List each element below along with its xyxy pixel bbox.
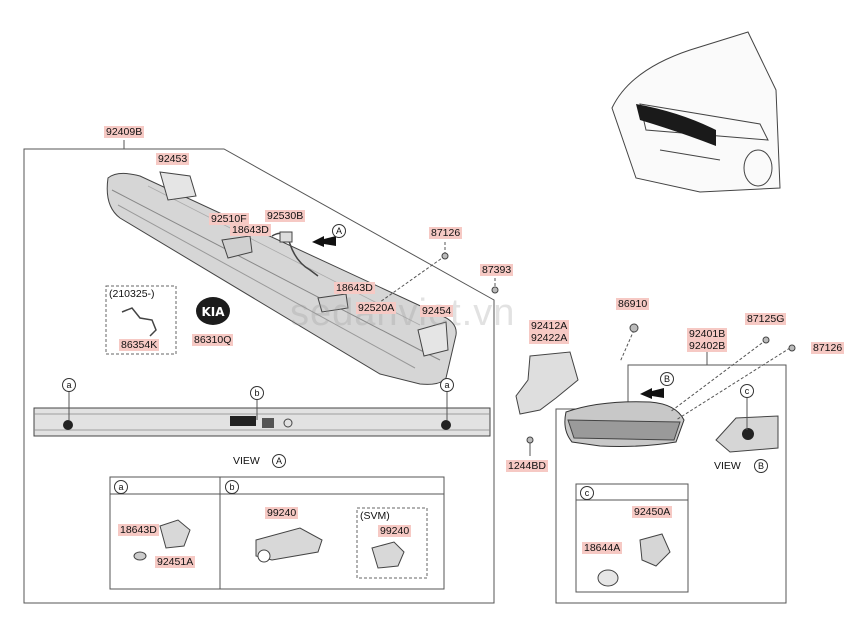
- part-label-86310Q[interactable]: 86310Q: [192, 334, 234, 346]
- leader-87126-b: [675, 347, 791, 421]
- callout-A-arrow[interactable]: A: [332, 224, 346, 238]
- wiring-92530B: [271, 232, 319, 277]
- part-18643D-drawing: [133, 551, 147, 561]
- part-label-87393[interactable]: 87393: [480, 264, 514, 276]
- part-label-92422A[interactable]: 92422A: [529, 332, 570, 344]
- part-label-86354K[interactable]: 86354K: [119, 339, 160, 351]
- part-label-92453[interactable]: 92453: [156, 153, 190, 165]
- date-note: (210325-): [109, 288, 155, 300]
- pad-92454: [417, 321, 449, 357]
- callout-a-detail[interactable]: a: [114, 480, 128, 494]
- camera-99240-svm-drawing: [371, 541, 405, 569]
- lamp-92520A: [317, 293, 349, 313]
- part-label-99240[interactable]: 99240: [265, 507, 299, 519]
- bolt-87126-a: [441, 252, 449, 260]
- part-label-92520A[interactable]: 92520A: [356, 302, 397, 314]
- lamp-92510F: [221, 235, 253, 259]
- garnish-bar-drawing: [106, 172, 457, 385]
- callout-B-view[interactable]: B: [754, 459, 768, 473]
- callout-a-left[interactable]: a: [62, 378, 76, 392]
- rear-lamp-lens: [567, 419, 681, 441]
- detail-ab-frame: [109, 476, 445, 590]
- part-label-86910[interactable]: 86910: [616, 298, 650, 310]
- connector-92530B: [279, 231, 293, 243]
- leader-86910: [619, 329, 635, 363]
- screw-1244BD: [526, 436, 534, 444]
- watermark: sedanviet.vn: [290, 292, 516, 334]
- option-box-86354K: [105, 285, 177, 355]
- bolt-87393: [491, 286, 499, 294]
- callout-b-detail[interactable]: b: [225, 480, 239, 494]
- vehicle-thumbnail: [611, 31, 781, 193]
- callout-b[interactable]: b: [250, 386, 264, 400]
- view-a-strip: [33, 407, 491, 437]
- part-label-92450A[interactable]: 92450A: [632, 506, 673, 518]
- part-label-18643D-detail[interactable]: 18643D: [118, 524, 159, 536]
- leader-87126-a-2: [379, 255, 446, 303]
- camera-99240-drawing: [255, 527, 323, 561]
- part-label-18643D-top[interactable]: 18643D: [230, 224, 271, 236]
- left-assembly-frame: [23, 148, 495, 604]
- pad-92453: [159, 171, 197, 201]
- part-label-92402B[interactable]: 92402B: [687, 340, 728, 352]
- part-label-92409B[interactable]: 92409B: [104, 126, 145, 138]
- part-label-99240-svm[interactable]: 99240: [378, 525, 412, 537]
- callout-c[interactable]: c: [740, 384, 754, 398]
- part-label-18644A[interactable]: 18644A: [582, 542, 623, 554]
- part-label-92510F[interactable]: 92510F: [209, 213, 249, 225]
- svm-note: (SVM): [360, 510, 390, 522]
- camera-99240-lens: [257, 549, 271, 563]
- part-label-92530B[interactable]: 92530B: [265, 210, 306, 222]
- part-label-87125G[interactable]: 87125G: [745, 313, 787, 325]
- bracket-92412A-drawing: [515, 351, 579, 415]
- view-arrow-B: [640, 388, 664, 399]
- view-b-socket: [742, 428, 754, 440]
- callout-A-view[interactable]: A: [272, 454, 286, 468]
- nut-87125G: [762, 336, 770, 344]
- part-label-92454[interactable]: 92454: [420, 305, 454, 317]
- callout-c-detail[interactable]: c: [580, 486, 594, 500]
- part-label-92412A[interactable]: 92412A: [529, 320, 570, 332]
- detail-c-frame: [575, 483, 689, 593]
- kia-emblem-logo: KIA: [201, 305, 225, 319]
- part-92451A-drawing: [159, 519, 191, 549]
- part-label-1244BD[interactable]: 1244BD: [506, 460, 548, 472]
- view-a-label: VIEW: [233, 455, 260, 467]
- socket-92450A-drawing: [639, 533, 671, 567]
- part-label-87126-right[interactable]: 87126: [811, 342, 845, 354]
- leader-87125G: [669, 339, 767, 413]
- part-label-92451A[interactable]: 92451A: [155, 556, 196, 568]
- svm-option-box: [356, 507, 428, 579]
- view-b-label: VIEW: [714, 460, 741, 472]
- bracket-86354K: [121, 307, 157, 337]
- part-label-18643D-mid[interactable]: 18643D: [334, 282, 375, 294]
- bolt-87126-b: [788, 344, 796, 352]
- kia-emblem: [196, 297, 230, 325]
- part-label-87126-top[interactable]: 87126: [429, 227, 463, 239]
- part-label-92401B[interactable]: 92401B: [687, 328, 728, 340]
- view-arrow-A: [312, 236, 336, 247]
- bulb-18644A-drawing: [597, 569, 619, 587]
- callout-B-arrow[interactable]: B: [660, 372, 674, 386]
- clip-86910: [629, 323, 639, 333]
- callout-a-right[interactable]: a: [440, 378, 454, 392]
